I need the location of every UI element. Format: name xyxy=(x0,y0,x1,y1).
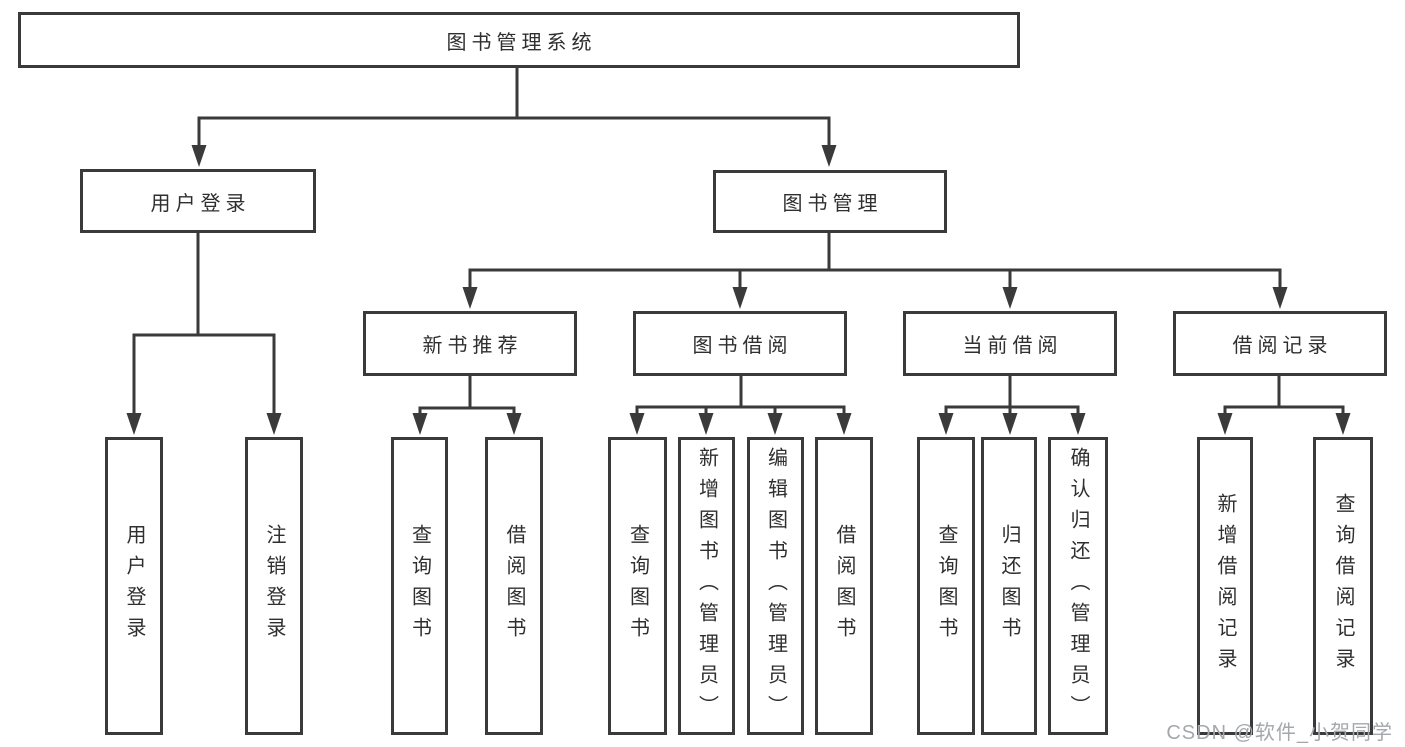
leaf-query-book-3: 查询图书 xyxy=(917,437,975,735)
node-book-borrow-label: 图书借阅 xyxy=(692,335,793,357)
node-root-label: 图书管理系统 xyxy=(446,31,597,54)
leaf-user-login-label: 用户登录 xyxy=(123,524,145,648)
node-book-borrow: 图书借阅 xyxy=(633,311,847,376)
leaf-query-book-2: 查询图书 xyxy=(608,437,667,735)
node-book-mgmt: 图书管理 xyxy=(713,170,947,233)
watermark: CSDN @软件_小贺同学 xyxy=(1166,722,1393,744)
node-root: 图书管理系统 xyxy=(18,12,1020,68)
leaf-query-record-label: 查询借阅记录 xyxy=(1332,493,1354,679)
leaf-user-login: 用户登录 xyxy=(105,437,163,735)
node-new-book-rec: 新书推荐 xyxy=(363,311,577,376)
leaf-query-book-3-label: 查询图书 xyxy=(935,524,957,648)
leaf-add-record-label: 新增借阅记录 xyxy=(1214,493,1236,679)
leaf-edit-book-label: 编辑图书（管理员） xyxy=(764,446,787,726)
leaf-return-book-label: 归还图书 xyxy=(998,524,1020,648)
leaf-borrow-book-1-label: 借阅图书 xyxy=(503,524,525,648)
leaf-query-book-1-label: 查询图书 xyxy=(408,524,431,648)
leaf-query-book-1: 查询图书 xyxy=(391,437,448,735)
leaf-query-record: 查询借阅记录 xyxy=(1313,437,1373,735)
leaf-query-book-2-label: 查询图书 xyxy=(626,524,649,648)
leaf-borrow-book-2-label: 借阅图书 xyxy=(833,524,855,648)
leaf-add-book-label: 新增图书（管理员） xyxy=(695,446,718,726)
node-new-book-rec-label: 新书推荐 xyxy=(422,335,523,357)
leaf-logout-label: 注销登录 xyxy=(263,524,285,648)
node-borrow-record-label: 借阅记录 xyxy=(1232,335,1333,357)
node-current-borrow-label: 当前借阅 xyxy=(962,335,1063,357)
node-user-login: 用户登录 xyxy=(80,169,316,233)
leaf-confirm-return-label: 确认归还（管理员） xyxy=(1067,446,1089,726)
leaf-return-book: 归还图书 xyxy=(981,437,1037,735)
leaf-edit-book: 编辑图书（管理员） xyxy=(747,437,804,735)
leaf-confirm-return: 确认归还（管理员） xyxy=(1048,437,1108,735)
arrowheads xyxy=(126,145,1351,435)
node-user-login-label: 用户登录 xyxy=(150,192,251,215)
leaf-borrow-book-2: 借阅图书 xyxy=(815,437,873,735)
node-book-mgmt-label: 图书管理 xyxy=(782,193,883,215)
node-current-borrow: 当前借阅 xyxy=(903,311,1117,376)
node-borrow-record: 借阅记录 xyxy=(1173,311,1387,376)
leaf-add-book: 新增图书（管理员） xyxy=(678,437,735,735)
leaf-logout: 注销登录 xyxy=(245,437,303,735)
leaf-add-record: 新增借阅记录 xyxy=(1197,437,1253,735)
leaf-borrow-book-1: 借阅图书 xyxy=(485,437,543,735)
